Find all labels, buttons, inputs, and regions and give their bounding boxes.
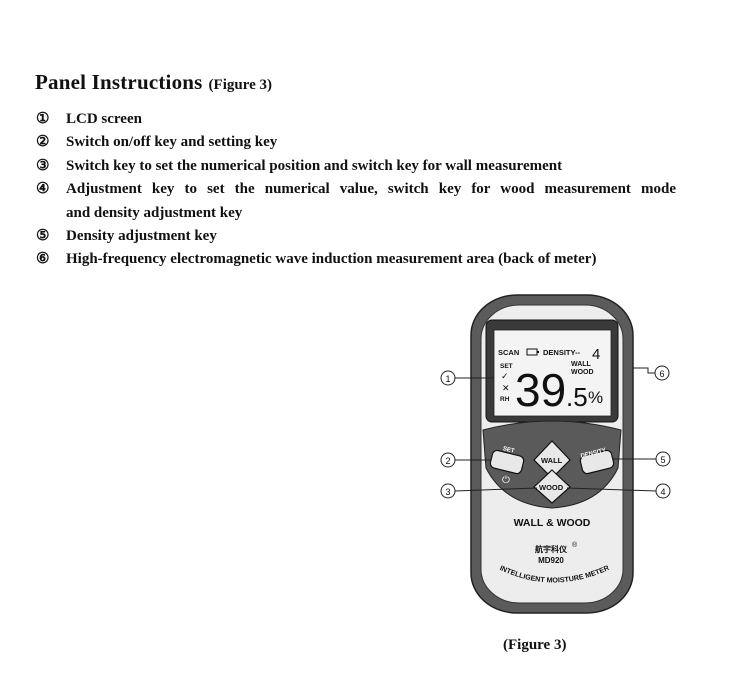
- lcd-scan-label: SCAN: [498, 348, 519, 357]
- wood-key[interactable]: WOOD: [533, 469, 571, 504]
- instruction-item: ② Switch on/off key and setting key: [36, 131, 676, 154]
- heading-title: Panel Instructions: [35, 70, 203, 94]
- section-heading: Panel Instructions (Figure 3): [35, 70, 272, 95]
- lcd-mode-wall: WALL: [571, 361, 592, 368]
- registered-mark: ®: [572, 541, 578, 549]
- item-number: ②: [36, 134, 50, 151]
- item-text-continued: and density adjustment key: [66, 204, 243, 221]
- item-text: Density adjustment key: [66, 228, 217, 245]
- item-number: ⑥: [36, 251, 50, 268]
- callout-4: 4: [655, 483, 671, 499]
- instruction-item: ① LCD screen: [36, 108, 676, 131]
- item-number: ①: [36, 111, 50, 127]
- callout-6: 6: [654, 365, 670, 381]
- svg-text:5: 5: [660, 455, 665, 465]
- instruction-item: ⑥ High-frequency electromagnetic wave in…: [36, 248, 676, 271]
- model-number: MD920: [538, 556, 564, 565]
- instruction-item: ⑤ Density adjustment key: [36, 225, 676, 248]
- svg-text:1: 1: [445, 374, 450, 384]
- set-key-label: SET: [502, 446, 515, 455]
- check-icon: ✓: [501, 371, 509, 381]
- svg-text:2: 2: [445, 456, 450, 466]
- callout-5: 5: [655, 451, 671, 467]
- lcd-screen: [493, 329, 612, 417]
- lcd-unit: %: [588, 388, 603, 407]
- item-number: ③: [36, 157, 50, 174]
- svg-text:4: 4: [660, 487, 665, 497]
- callout-1: 1: [440, 370, 456, 386]
- battery-icon: [526, 348, 539, 356]
- lcd-reading-integer: 39: [515, 364, 566, 416]
- item-number: ④: [36, 181, 50, 198]
- wood-key-label: WOOD: [539, 483, 564, 492]
- cross-icon: ✕: [502, 383, 510, 393]
- item-text: Switch key to set the numerical position…: [66, 157, 563, 174]
- figure-caption: (Figure 3): [503, 637, 567, 653]
- item-text: Adjustment key to set the numerical valu…: [66, 181, 676, 198]
- model-label: WALL & WOOD: [514, 517, 591, 529]
- item-text: High-frequency electromagnetic wave indu…: [66, 251, 597, 268]
- callout-lines: [454, 367, 657, 492]
- power-icon: ⏻: [502, 475, 510, 486]
- lcd-reading-decimal: .5: [566, 382, 588, 412]
- callout-3: 3: [440, 483, 456, 499]
- callout-2: 2: [440, 452, 456, 468]
- set-power-key[interactable]: SET ⏻: [489, 446, 525, 486]
- instruction-list: ① LCD screen ② Switch on/off key and set…: [36, 108, 676, 272]
- lcd-density-value: 4: [592, 346, 600, 363]
- brand-name: 航宇科仪: [535, 544, 568, 554]
- svg-text:3: 3: [445, 487, 450, 497]
- svg-text:6: 6: [659, 369, 664, 379]
- item-text: Switch on/off key and setting key: [66, 134, 278, 151]
- instruction-item: ③ Switch key to set the numerical positi…: [36, 155, 676, 178]
- instruction-item: ④ Adjustment key to set the numerical va…: [36, 178, 676, 201]
- lcd-density-label: DENSITY--: [543, 348, 581, 357]
- lcd-set-label: SET: [500, 363, 513, 370]
- wall-key-label: WALL: [541, 456, 563, 465]
- lcd-mode-wood: WOOD: [571, 369, 594, 376]
- heading-figure-ref: (Figure 3): [208, 77, 272, 93]
- item-text: LCD screen: [66, 111, 142, 127]
- lcd-rh-label: RH: [500, 396, 510, 403]
- item-number: ⑤: [36, 228, 50, 245]
- instruction-item-continuation: and density adjustment key: [36, 202, 676, 225]
